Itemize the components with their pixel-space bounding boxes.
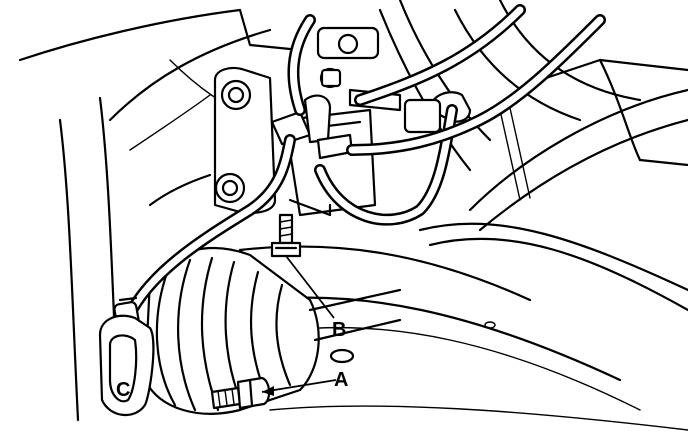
callouts: B A C [116,255,348,401]
bolt-b [270,213,302,258]
sensor-harness [113,4,606,345]
leader-line-b [285,255,335,319]
sensor-mount-c [98,314,155,416]
callout-label-c: C [116,379,130,401]
leader-line-a [261,379,337,393]
callout-label-b: B [332,319,346,341]
callout-label-a: A [334,369,348,391]
